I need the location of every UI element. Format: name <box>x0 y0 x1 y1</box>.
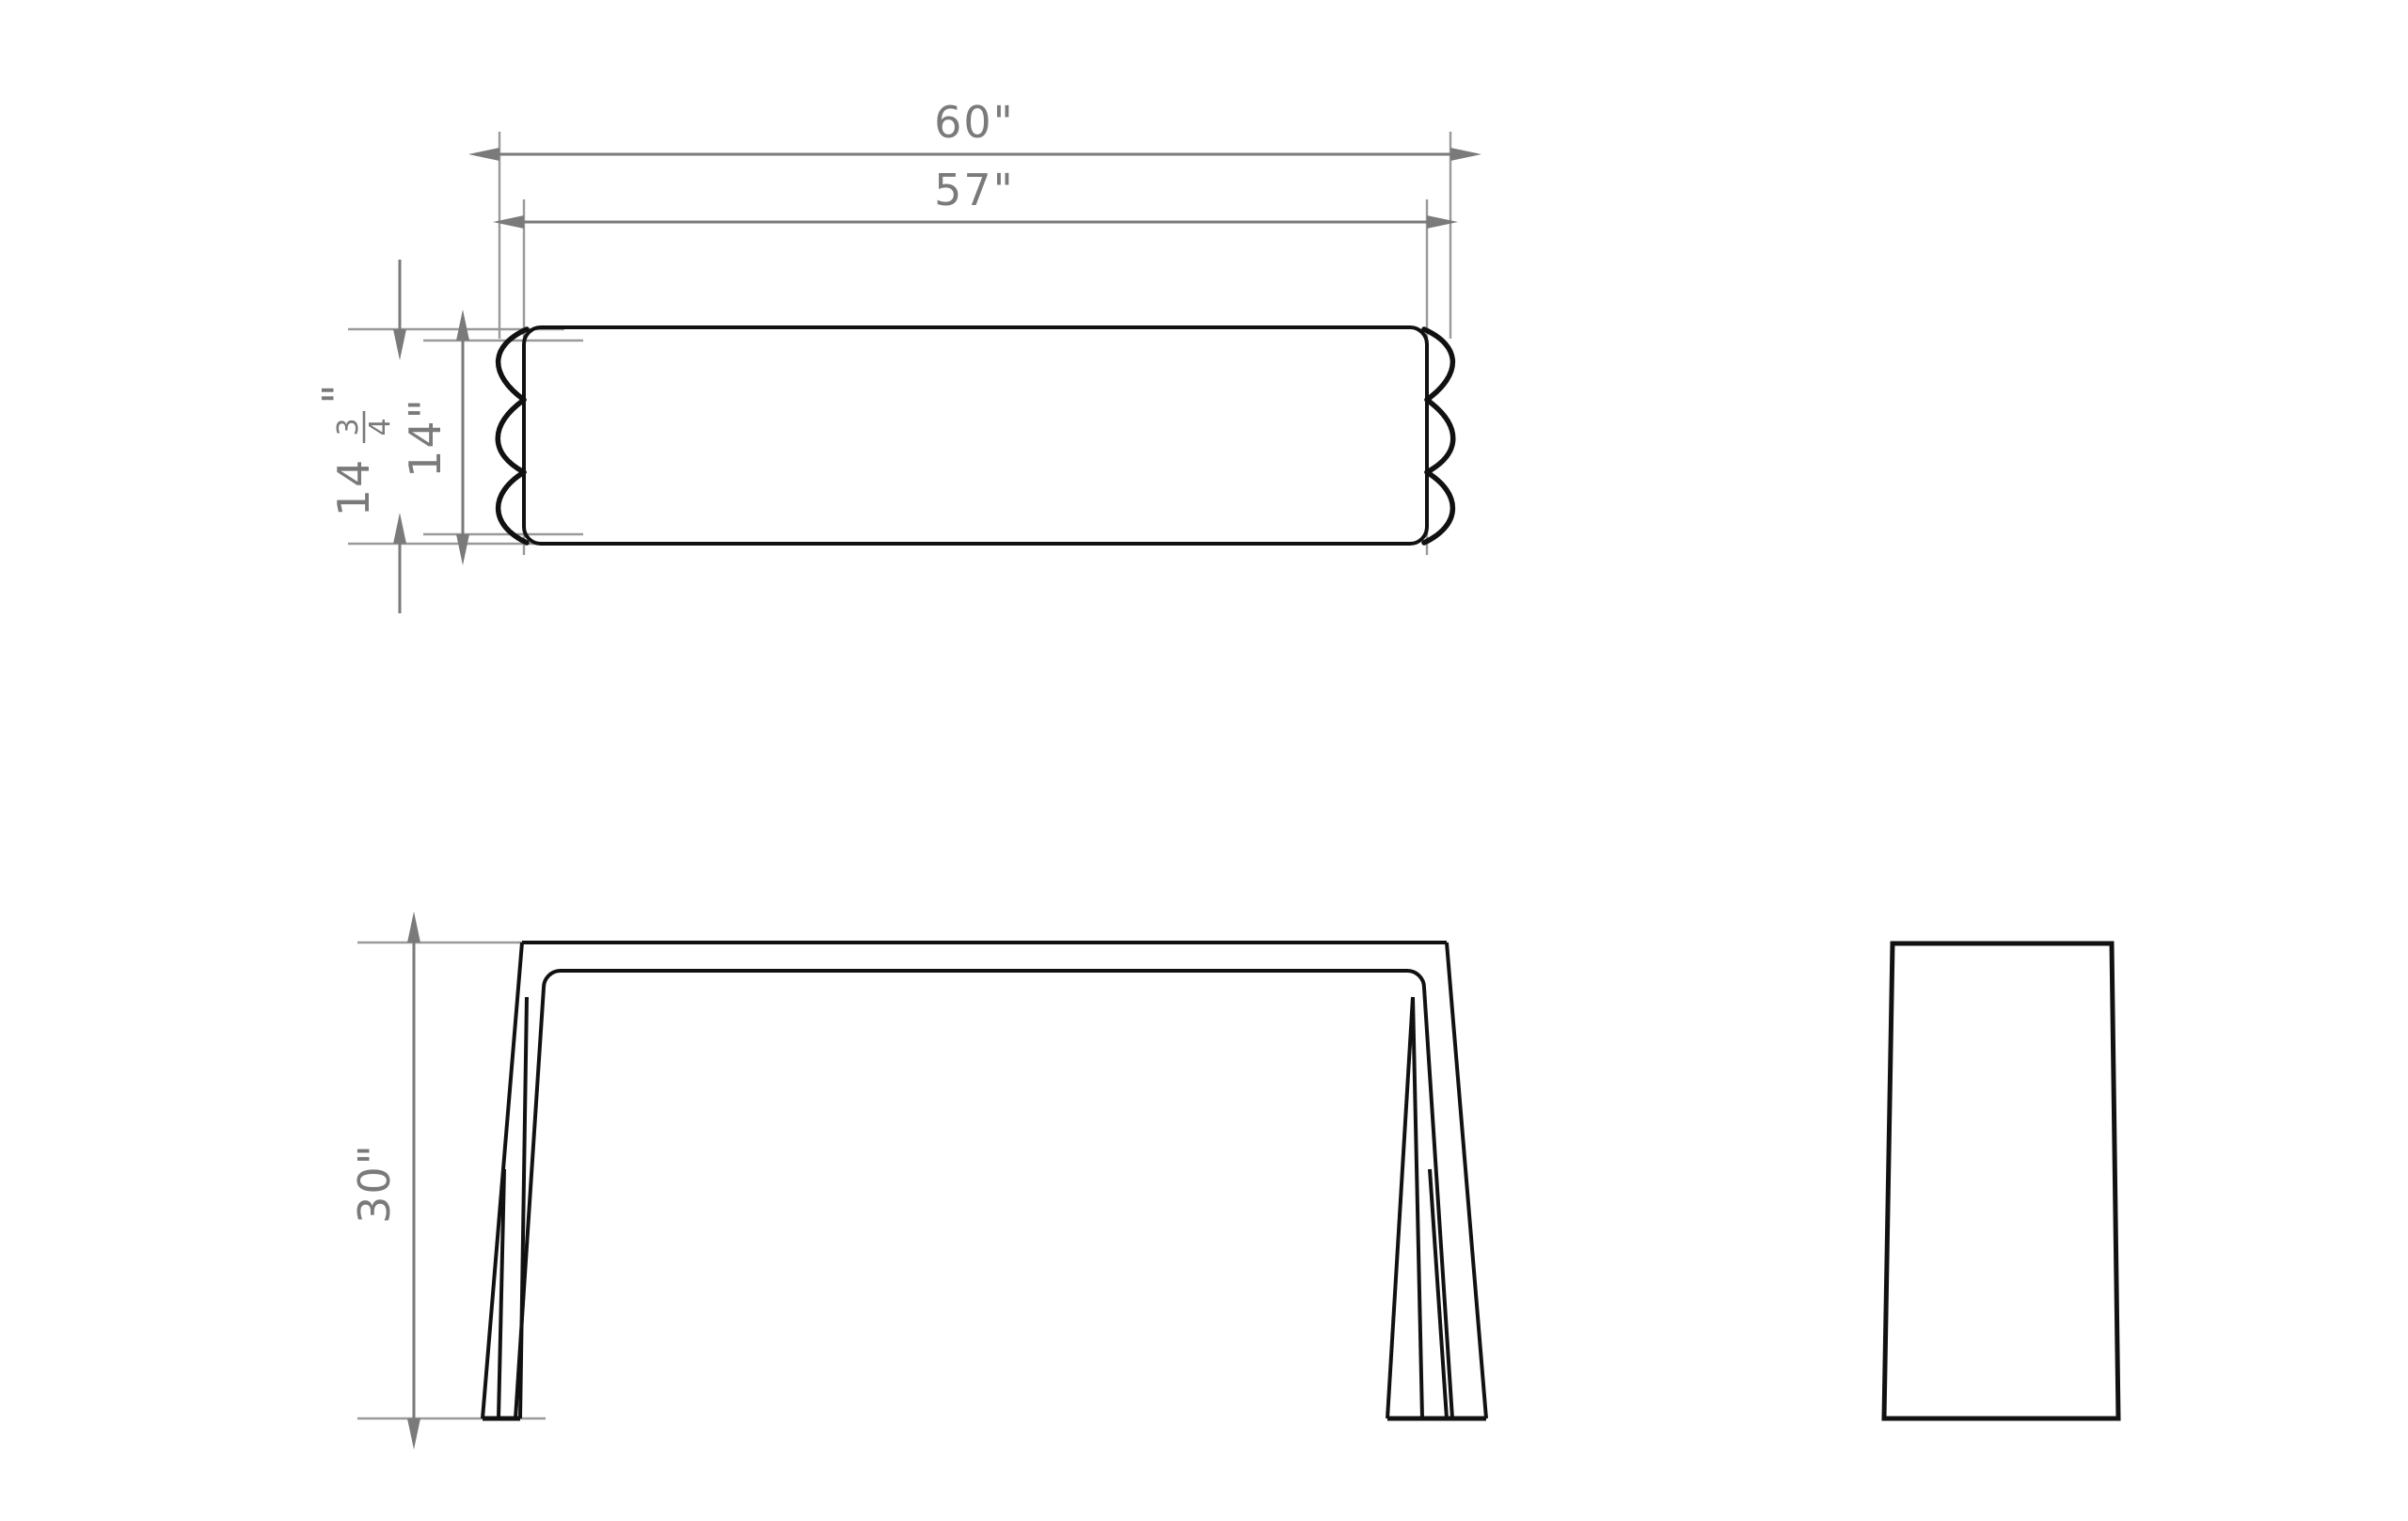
side-view <box>1881 941 2121 1421</box>
dimension-label-body-length: 57" <box>934 165 1015 215</box>
top-view-body-outline <box>522 325 1429 546</box>
front-view-outer-right-leg-edge <box>1445 942 1488 1419</box>
top-view-lobe-right-1 <box>1421 326 1455 403</box>
dimension-label-overall-depth-group: 14 3 4 " <box>313 382 397 516</box>
front-view-right-leg-inner-line-a <box>1428 1168 1449 1419</box>
dimension-label-overall-length: 60" <box>934 97 1015 148</box>
dimension-label-overall-height: 30" <box>349 1143 400 1224</box>
dimension-label-overall-depth-whole: 14 <box>328 458 379 517</box>
front-view-left-leg-inner-line-a <box>497 1168 506 1419</box>
front-view-right-leg-outer-inner-line <box>1386 996 1415 1419</box>
dimension-label-overall-depth-unit: " <box>313 382 364 404</box>
top-view-lobe-left-2 <box>495 397 527 475</box>
dimension-label-overall-depth-denominator: 4 <box>364 418 397 436</box>
dimension-label-overall-depth-numerator: 3 <box>332 418 365 436</box>
top-view-lobe-right-3 <box>1421 469 1455 546</box>
front-view-right-leg-inner-line-b <box>1411 996 1424 1419</box>
top-view-lobe-left-1 <box>496 326 530 403</box>
side-view-outline <box>1881 941 2121 1421</box>
front-view: 30" <box>349 911 1488 1450</box>
front-view-left-leg-inner-line-b <box>518 996 529 1419</box>
top-view-lobe-left-3 <box>496 469 530 546</box>
top-view: 60" 57" 14 3 4 " 14" <box>313 97 1481 613</box>
top-view-lobe-right-2 <box>1424 397 1456 475</box>
dimension-label-body-depth: 14" <box>400 397 451 478</box>
